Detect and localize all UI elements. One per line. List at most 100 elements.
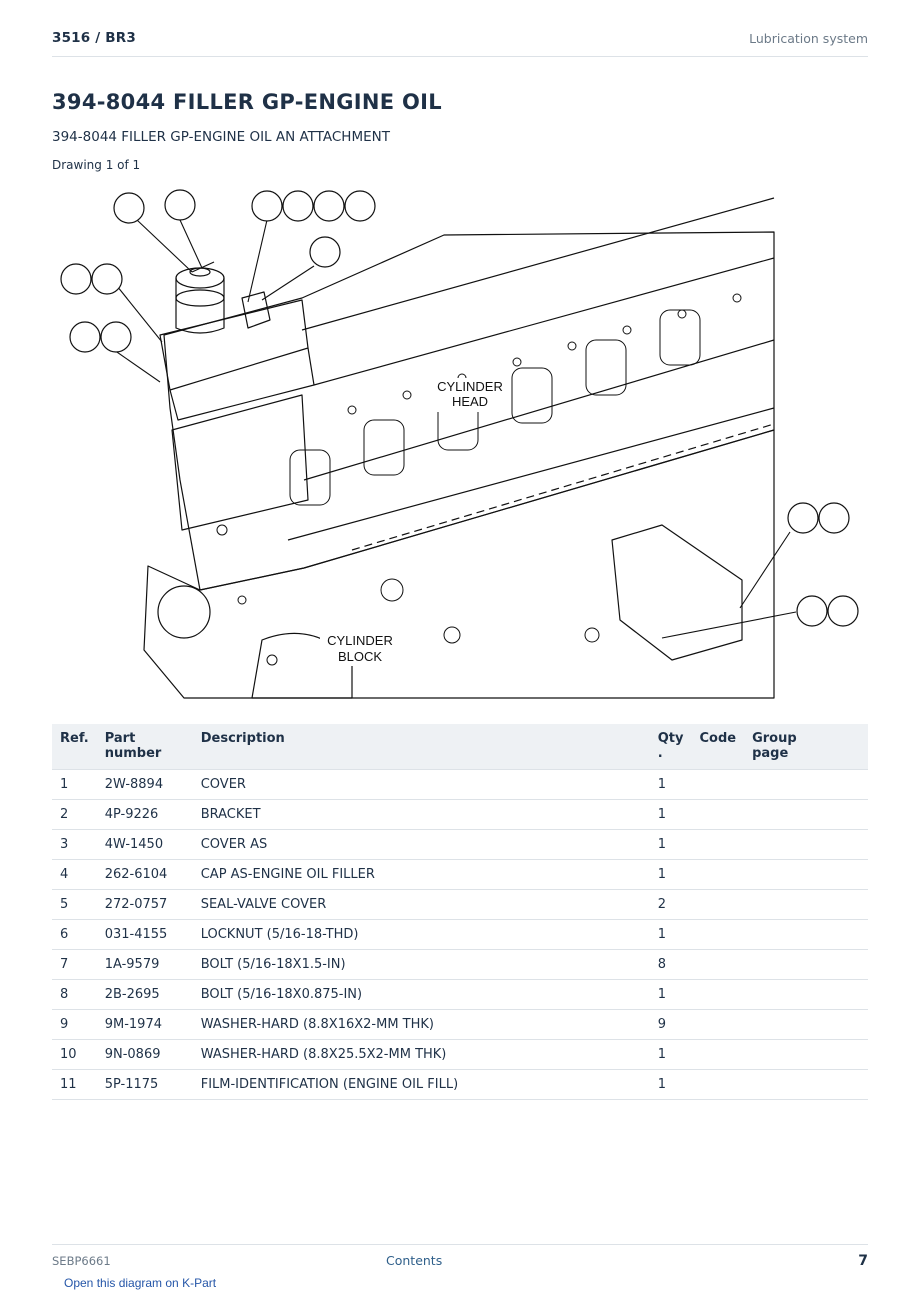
callout-circle — [113, 192, 145, 224]
filler-cap — [175, 267, 225, 289]
col-qty-line1: Qty — [657, 731, 684, 746]
cell-group-page — [744, 1009, 868, 1040]
col-qty-line2: . — [657, 746, 663, 761]
page-title: 394-8044 FILLER GP-ENGINE OIL — [52, 90, 442, 114]
cell-description: CAP AS-ENGINE OIL FILLER — [192, 859, 650, 890]
cell-part-number: 9M-1974 — [96, 1009, 193, 1040]
table-header-row: Ref. Part number Description Qty. Code G… — [52, 724, 868, 770]
cell-description: BOLT (5/16-18X1.5-IN) — [192, 949, 650, 980]
cell-qty: 1 — [649, 1039, 692, 1070]
callout-circle — [344, 190, 376, 222]
cell-description: LOCKNUT (5/16-18-THD) — [192, 919, 650, 950]
cell-code — [691, 979, 745, 1010]
cell-group-page — [744, 829, 868, 860]
page-header: 3516 / BR3 Lubrication system — [52, 28, 868, 57]
cell-group-page — [744, 919, 868, 950]
cell-group-page — [744, 889, 868, 920]
parts-diagram[interactable]: CYLINDER HEAD CYLINDER BLOCK — [52, 180, 868, 705]
cell-code — [691, 919, 745, 950]
cell-code — [691, 859, 745, 890]
cell-part-number: 2B-2695 — [96, 979, 193, 1010]
cell-part-number: 1A-9579 — [96, 949, 193, 980]
callout-circle — [282, 190, 314, 222]
section-label: Lubrication system — [749, 31, 868, 46]
cell-group-page — [744, 949, 868, 980]
cell-qty: 1 — [649, 979, 692, 1010]
col-ref: Ref. — [60, 731, 89, 746]
label-cylinder-block-1: CYLINDER — [327, 633, 393, 648]
cell-code — [691, 1009, 745, 1040]
cell-group-page — [744, 769, 868, 800]
cell-qty: 1 — [649, 919, 692, 950]
label-cylinder-block-2: BLOCK — [338, 649, 382, 664]
cell-code — [691, 1039, 745, 1070]
parts-table: Ref. Part number Description Qty. Code G… — [52, 724, 868, 1100]
cell-group-page — [744, 799, 868, 830]
cell-ref: 1 — [52, 769, 97, 800]
col-description: Description — [200, 731, 285, 746]
callout-circle — [91, 263, 123, 295]
col-part-number: Part number — [104, 731, 162, 761]
callout-circle — [787, 502, 819, 534]
page-number: 7 — [858, 1253, 868, 1269]
cell-description: COVER — [192, 769, 650, 800]
side-cover — [611, 524, 743, 661]
cell-part-number: 9N-0869 — [96, 1039, 193, 1070]
callout-circle — [69, 321, 101, 353]
cell-qty: 1 — [649, 859, 692, 890]
cell-group-page — [744, 1039, 868, 1070]
cell-qty: 8 — [649, 949, 692, 980]
cell-part-number: 2W-8894 — [96, 769, 193, 800]
label-cylinder-head-1: CYLINDER — [437, 379, 503, 394]
drawing-label: Drawing 1 of 1 — [52, 158, 141, 172]
cell-ref: 6 — [52, 919, 97, 950]
cell-group-page — [744, 1069, 868, 1100]
cell-qty: 9 — [649, 1009, 692, 1040]
col-code: Code — [699, 731, 737, 746]
cell-ref: 3 — [52, 829, 97, 860]
cell-part-number: 272-0757 — [96, 889, 193, 920]
valve-cover — [159, 299, 309, 391]
document-id: SEBP6661 — [52, 1254, 111, 1268]
callout-circle — [796, 595, 828, 627]
cell-code — [691, 1069, 745, 1100]
col-qty: Qty. — [650, 724, 692, 770]
callout-circle — [827, 595, 859, 627]
open-kpart-link[interactable]: Open this diagram on K-Part — [64, 1276, 217, 1290]
cell-code — [691, 889, 745, 920]
contents-link[interactable]: Contents — [386, 1253, 443, 1268]
filler-tube — [175, 298, 225, 334]
col-group-line1: Group — [752, 731, 797, 746]
cell-qty: 1 — [649, 799, 692, 830]
cell-ref: 9 — [52, 1009, 97, 1040]
cell-description: FILM-IDENTIFICATION (ENGINE OIL FILL) — [192, 1069, 650, 1100]
cell-part-number: 031-4155 — [96, 919, 193, 950]
callout-circle — [313, 190, 345, 222]
callout-circle — [818, 502, 850, 534]
callout-circle — [309, 236, 341, 268]
cell-ref: 10 — [52, 1039, 97, 1070]
cylinder-block-outline — [143, 429, 775, 699]
cell-description: BOLT (5/16-18X0.875-IN) — [192, 979, 650, 1010]
cell-ref: 11 — [52, 1069, 97, 1100]
cell-description: BRACKET — [192, 799, 650, 830]
cell-ref: 7 — [52, 949, 97, 980]
engine-drawing: CYLINDER HEAD CYLINDER BLOCK — [60, 189, 859, 699]
cell-part-number: 262-6104 — [96, 859, 193, 890]
callout-circle — [164, 189, 196, 221]
cell-ref: 2 — [52, 799, 97, 830]
col-group-line2: page — [752, 746, 789, 761]
cell-qty: 1 — [649, 769, 692, 800]
cell-qty: 1 — [649, 829, 692, 860]
